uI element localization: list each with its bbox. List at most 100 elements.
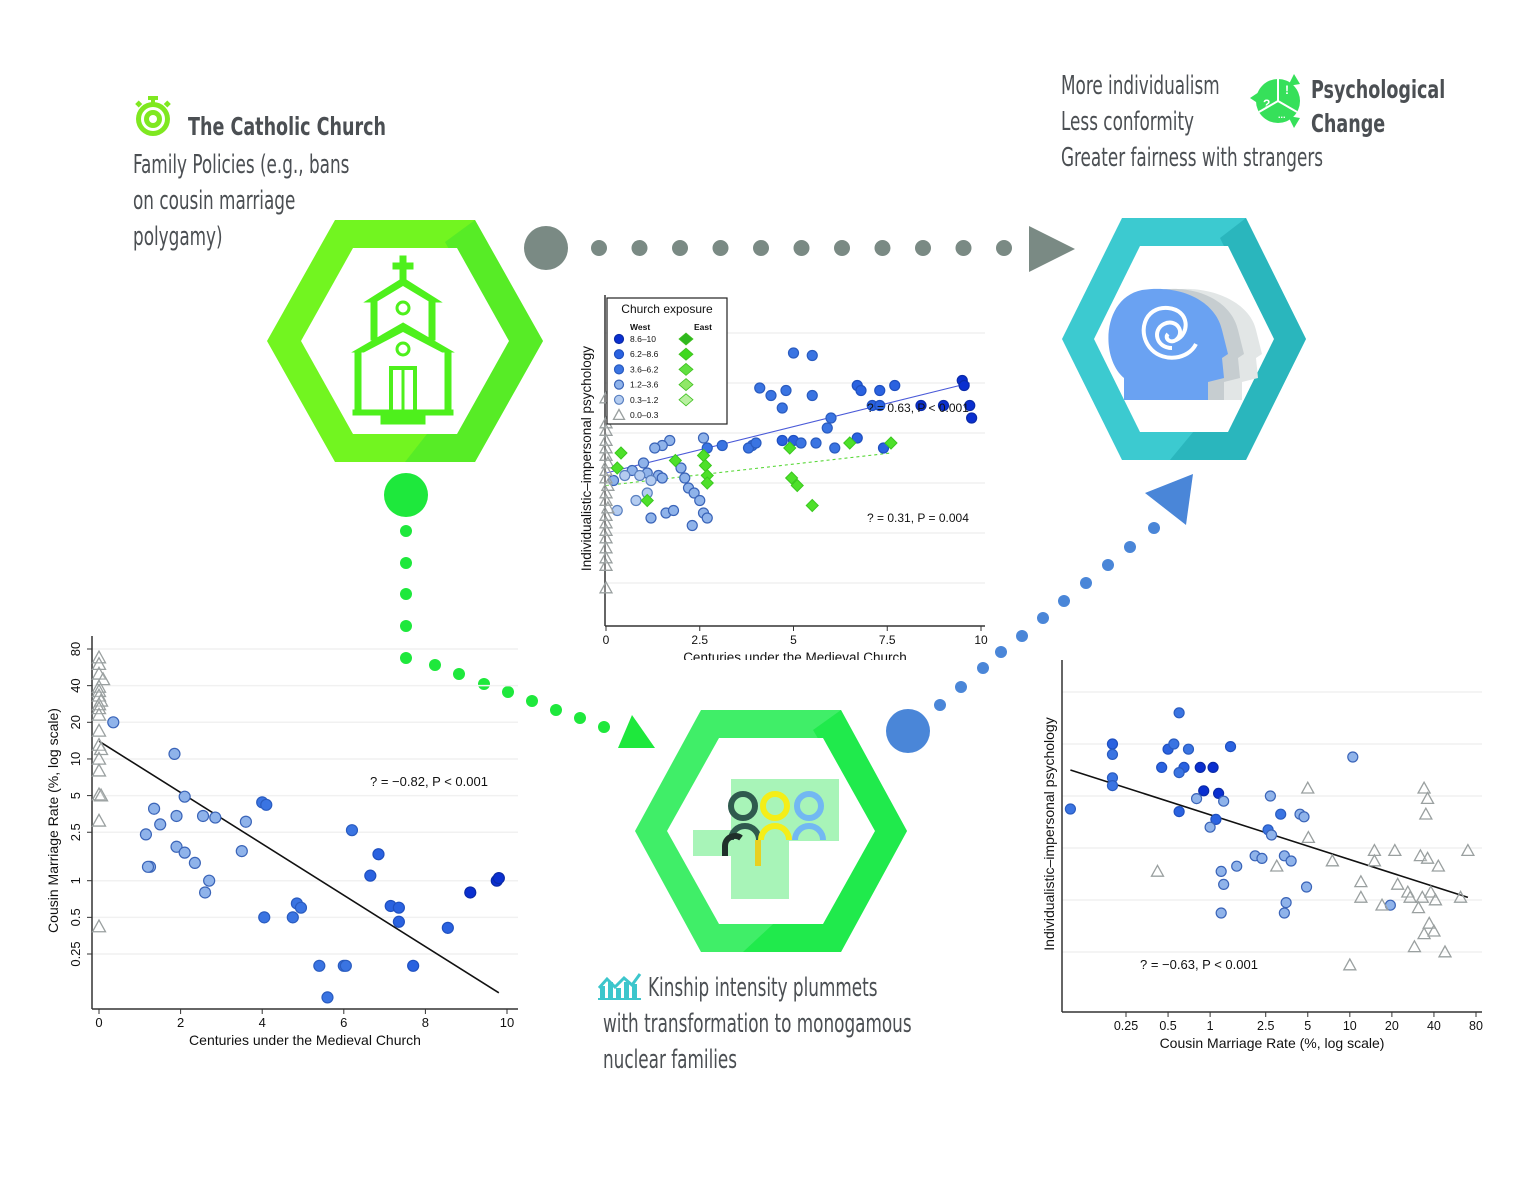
data-point: [825, 412, 837, 424]
data-point: [829, 442, 841, 454]
data-point: [598, 580, 614, 594]
data-point: [821, 422, 833, 434]
data-point: [810, 437, 822, 449]
data-point: [634, 469, 646, 482]
arrow-dot: [1080, 577, 1092, 589]
series-west-3-6-6-2: [701, 347, 841, 454]
legend-item: 0.3–1.2: [613, 393, 694, 407]
data-point: [598, 485, 614, 499]
y-tick-label: 10: [68, 752, 83, 766]
svg-text:...: ...: [1278, 110, 1286, 120]
data-point: [286, 911, 299, 924]
data-point: [441, 921, 454, 934]
svg-text:!: !: [1285, 83, 1289, 97]
data-point: [239, 815, 252, 828]
legend-label: 8.6–10: [630, 334, 656, 344]
data-point: [598, 440, 614, 454]
x-axis-label: Centuries under the Medieval Church: [189, 1032, 421, 1048]
psych-title-line: Change: [1311, 109, 1386, 138]
svg-text:?: ?: [1263, 97, 1270, 111]
series-0-0-0-3: [91, 649, 111, 933]
data-point: [1218, 795, 1230, 807]
data-point: [1300, 780, 1315, 794]
data-point: [780, 384, 792, 397]
data-point: [637, 457, 650, 469]
data-point: [1150, 864, 1165, 877]
speech-bubbles-icon: ! ? ...: [1248, 70, 1308, 136]
series-3-6-6-2: [1064, 707, 1287, 836]
data-point: [1402, 890, 1418, 903]
data-point: [598, 433, 614, 446]
x-tick-label: 1: [1207, 1019, 1214, 1033]
x-tick-label: 2: [177, 1015, 184, 1030]
data-point: [107, 716, 120, 729]
y-tick-label: 80: [68, 642, 83, 656]
data-point: [1215, 907, 1227, 919]
arrow-dot: [1016, 630, 1028, 642]
data-point: [656, 472, 668, 484]
arrow-church-to-psychology: [524, 226, 1075, 272]
data-point: [1367, 853, 1382, 867]
data-point: [1418, 806, 1433, 820]
data-point: [294, 901, 308, 914]
arrow-dot: [672, 240, 688, 256]
data-point: [612, 408, 626, 421]
legend-box: [606, 297, 728, 425]
data-point: [1269, 858, 1284, 872]
arrow-dot: [574, 712, 586, 724]
church-line: on cousin marriage: [133, 186, 296, 216]
x-tick-label: 10: [500, 1015, 514, 1030]
data-point: [1173, 707, 1185, 719]
data-point: [649, 442, 661, 454]
kinship-line: nuclear families: [603, 1045, 738, 1075]
data-point: [613, 333, 625, 345]
data-point: [1231, 860, 1243, 872]
data-point: [91, 918, 107, 933]
legend-label: 3.6–6.2: [630, 364, 659, 374]
psych-description: More individualism Less conformity Great…: [1061, 68, 1425, 176]
y-tick-label: 40: [68, 678, 83, 692]
stat-annotation: ? = 0.63, P < 0.001: [867, 401, 969, 415]
data-point: [1422, 916, 1437, 929]
data-point: [1265, 829, 1278, 841]
data-point: [1420, 791, 1435, 805]
data-point: [1182, 743, 1195, 755]
data-point: [675, 462, 687, 474]
x-tick-label: 20: [1385, 1019, 1399, 1033]
x-tick-label: 0: [95, 1015, 102, 1030]
arrow-dot: [478, 678, 490, 690]
kinship-line: Kinship intensity plummets: [648, 973, 878, 1003]
data-point: [688, 487, 700, 499]
data-point: [313, 959, 326, 972]
data-point: [178, 790, 191, 803]
arrow-dot: [526, 695, 538, 707]
x-tick-label: 0.25: [1114, 1019, 1138, 1033]
x-tick-label: 5: [1304, 1019, 1311, 1033]
data-point: [1275, 808, 1287, 820]
data-point: [139, 828, 153, 841]
data-point: [1413, 848, 1428, 862]
series-6-2-8-6: [364, 848, 454, 972]
arrow-dot: [995, 646, 1007, 658]
data-point: [1204, 821, 1216, 833]
data-point: [492, 872, 505, 885]
series-0-3-3-6: [1190, 751, 1396, 919]
arrow-dot: [1148, 522, 1160, 534]
data-point: [645, 512, 657, 524]
data-point: [795, 437, 807, 449]
data-point: [1173, 806, 1185, 818]
fit-line: [98, 740, 500, 994]
mind-node: [1062, 218, 1306, 460]
arrow-dot: [598, 721, 610, 733]
data-point: [91, 707, 107, 721]
arrow-church-to-kinship: [384, 473, 655, 748]
data-point: [464, 886, 477, 899]
data-point: [754, 382, 766, 394]
x-tick-label: 2.5: [691, 633, 708, 647]
psych-line: Greater fairness with strangers: [1061, 143, 1324, 173]
data-point: [874, 399, 886, 412]
series-8-6-10: [464, 872, 505, 899]
